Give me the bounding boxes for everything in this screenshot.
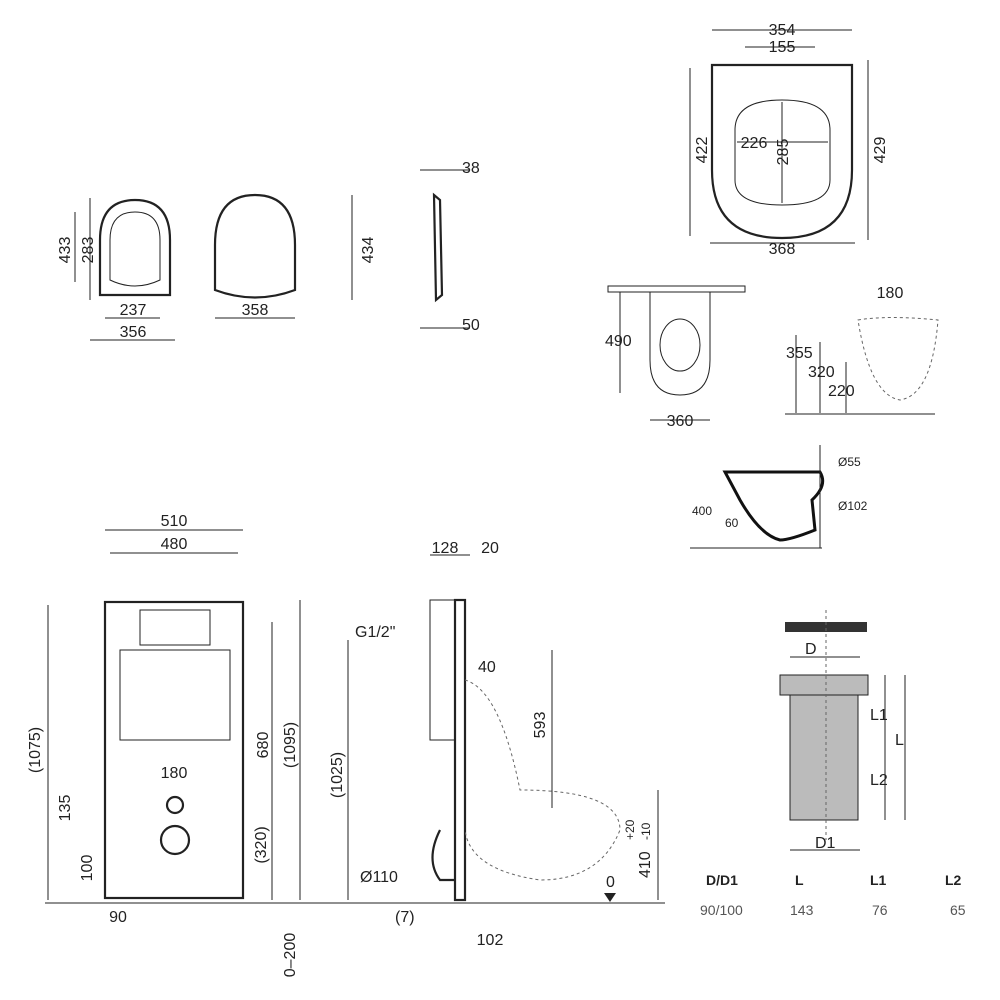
dim-frame-spacing: 180 — [161, 765, 188, 782]
table-cell: 76 — [872, 902, 888, 918]
dim-large-width-top: 354 — [769, 22, 796, 39]
seat-side-view: 38 50 — [420, 160, 480, 334]
dim-seat-inner-width: 237 — [120, 302, 147, 319]
dim-inlet-diameter: Ø55 — [838, 455, 861, 469]
table-header: L1 — [870, 872, 887, 888]
dim-frame-135: 135 — [57, 795, 74, 822]
seat-large-view: 354 155 226 285 422 429 368 — [689, 22, 889, 258]
label-pipe-l: L — [895, 732, 904, 749]
dim-side-1025: (1025) — [329, 752, 346, 798]
table-header: L2 — [945, 872, 962, 888]
bowl-holes-view: 180 355 320 220 — [785, 285, 939, 415]
dim-hole-spacing: 180 — [877, 285, 904, 302]
dim-frame-1095: (1095) — [282, 722, 299, 768]
dim-seat-height: 433 — [57, 237, 74, 264]
dim-side-20: 20 — [481, 540, 499, 557]
dim-large-inner-height: 285 — [775, 139, 792, 166]
dim-hole-h3: 220 — [828, 383, 855, 400]
dim-large-height-left: 422 — [694, 137, 711, 164]
dim-frame-foot: 90 — [109, 909, 127, 926]
seat-small-view: 433 283 237 356 — [57, 198, 175, 341]
dim-tol-minus: -10 — [639, 822, 653, 840]
table-cell: 90/100 — [700, 902, 743, 918]
dim-side-top: 38 — [462, 160, 480, 177]
dim-hole-h2: 320 — [808, 364, 835, 381]
label-pipe-d: D — [805, 641, 817, 658]
floor-marker-icon — [604, 893, 616, 902]
dim-seat-inner-height: 283 — [80, 237, 97, 264]
dim-large-hinge: 155 — [769, 39, 796, 56]
dim-lid-height: 434 — [360, 237, 377, 264]
label-pipe-l1: L1 — [870, 707, 888, 724]
dim-frame-680: 680 — [255, 732, 272, 759]
dim-side-410: 410 — [637, 851, 654, 878]
seat-lid-view: 358 434 — [213, 193, 377, 319]
dim-outlet-diameter-110: Ø110 — [360, 869, 398, 886]
dim-bowl-height: 400 — [692, 504, 712, 518]
dim-bowl-width: 360 — [667, 413, 694, 430]
table-header: L — [795, 872, 804, 888]
dim-side-40: 40 — [478, 659, 496, 676]
frame-front-view: 510 480 (1075) 680 (1095) 180 135 100 (3… — [27, 513, 665, 977]
table-cell: 65 — [950, 902, 966, 918]
table-header: D/D1 — [706, 872, 738, 888]
bowl-top-view: 490 360 — [605, 285, 746, 430]
dim-frame-320: (320) — [253, 826, 270, 863]
pipe-dimensions-table: D/D1 L L1 L2 90/100 143 76 65 — [700, 872, 966, 918]
dim-side-7: (7) — [395, 909, 415, 926]
dim-frame-adjust: 0–200 — [282, 933, 299, 978]
dim-lid-width: 358 — [242, 302, 269, 319]
dim-bowl-base: 60 — [725, 516, 739, 530]
label-pipe-l2: L2 — [870, 772, 888, 789]
dim-seat-width: 356 — [120, 324, 147, 341]
bowl-side-view: 400 60 Ø55 Ø102 — [690, 445, 868, 549]
dim-frame-100: 100 — [79, 855, 96, 882]
dim-outlet-diameter: Ø102 — [838, 499, 868, 513]
dim-bowl-length: 490 — [605, 333, 632, 350]
dim-side-102: 102 — [477, 932, 504, 949]
dim-side-128: 128 — [432, 540, 459, 557]
dim-frame-height: (1075) — [27, 727, 44, 773]
dim-large-width-bottom: 368 — [769, 241, 796, 258]
dim-side-593: 593 — [532, 712, 549, 739]
frame-side-view: 128 20 G1/2" 40 593 (1025) Ø110 (7) 102 … — [329, 540, 659, 949]
label-water-inlet: G1/2" — [355, 624, 395, 641]
dim-side-bottom: 50 — [462, 317, 480, 334]
label-floor-level: 0 — [606, 874, 615, 891]
table-cell: 143 — [790, 902, 814, 918]
dim-large-inner-width: 226 — [741, 135, 768, 152]
dim-hole-h1: 355 — [786, 345, 813, 362]
dim-large-height-right: 429 — [872, 137, 889, 164]
dim-tol-plus: +20 — [623, 819, 637, 840]
dim-frame-inner-width: 480 — [161, 536, 188, 553]
label-pipe-d1: D1 — [815, 835, 836, 852]
pipe-view: D D1 L L1 L2 — [779, 610, 906, 852]
dim-frame-outer-width: 510 — [161, 513, 188, 530]
